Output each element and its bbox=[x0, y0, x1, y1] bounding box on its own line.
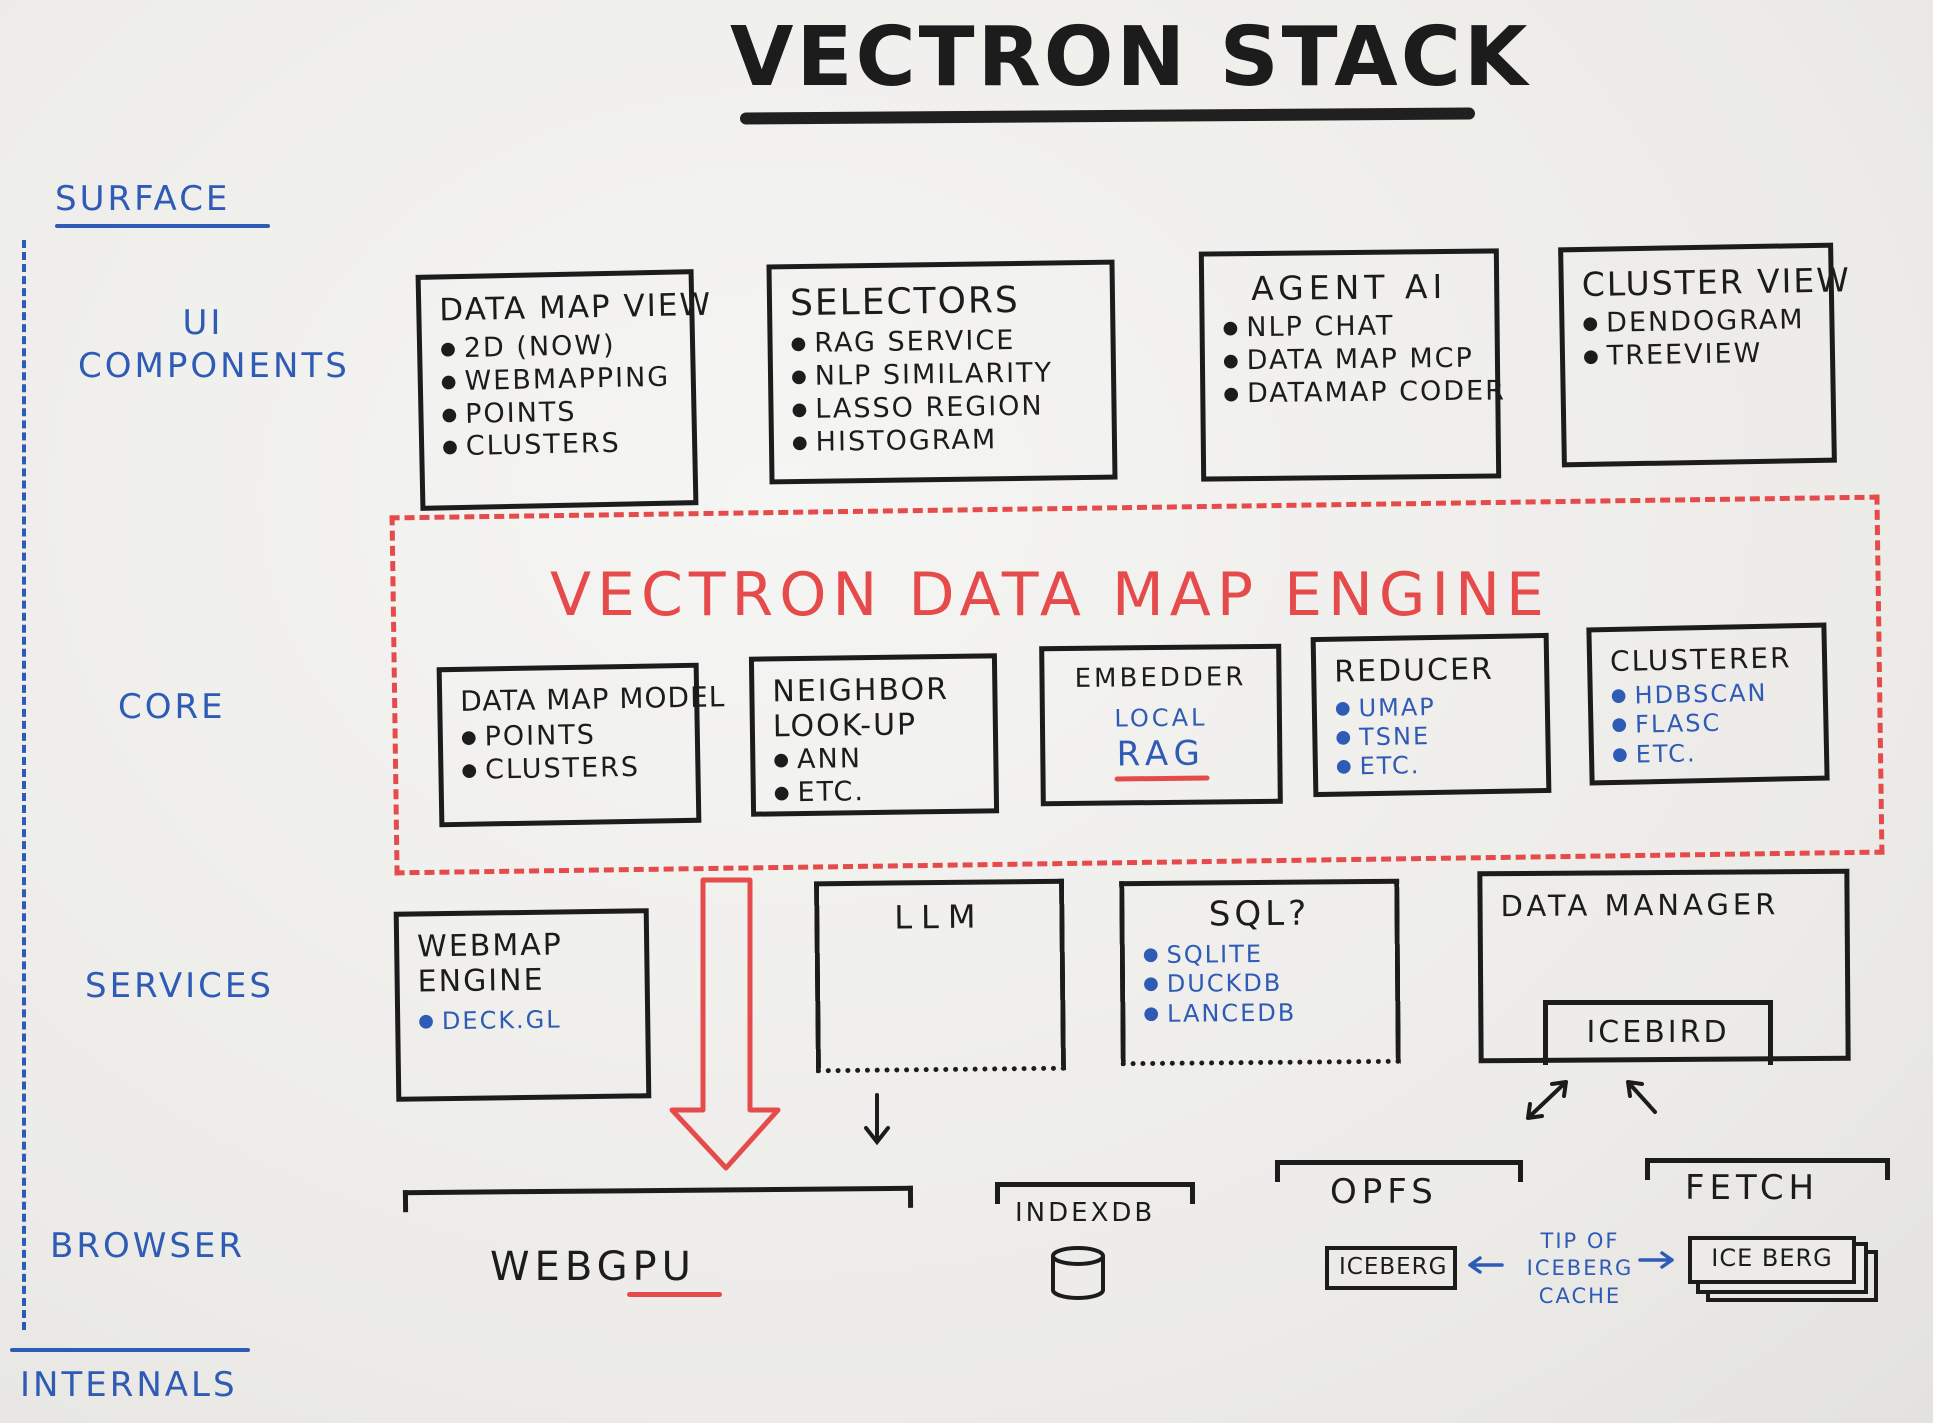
layer-axis-line bbox=[22, 240, 26, 1330]
cache-label-line2: ICEBERG bbox=[1526, 1256, 1634, 1281]
surface-underline bbox=[55, 224, 270, 228]
layer-label-surface: SURFACE bbox=[55, 179, 231, 219]
browser-indexdb-label: INDEXDB bbox=[1015, 1198, 1156, 1228]
bracket-indexdb bbox=[995, 1182, 1195, 1204]
database-icon bbox=[1051, 1246, 1105, 1300]
cache-label-line3: CACHE bbox=[1538, 1283, 1622, 1308]
iceberg-remote-box: ICE BERG bbox=[1688, 1236, 1856, 1284]
layer-label-ui-components: UI COMPONENTS bbox=[78, 302, 350, 387]
cache-right-arrow bbox=[1638, 1251, 1674, 1269]
browser-webgpu-label: WEBGPU bbox=[490, 1244, 696, 1290]
diagram-title: VECTRON STACK bbox=[730, 10, 1531, 105]
bracket-webgpu bbox=[402, 1185, 914, 1213]
bracket-opfs bbox=[1275, 1160, 1523, 1182]
bidirectional-arrow bbox=[1526, 1080, 1568, 1120]
fetch-up-arrow bbox=[1626, 1080, 1657, 1114]
layer-label-ui-line1: UI bbox=[182, 303, 224, 343]
layer-label-internals: INTERNALS bbox=[20, 1365, 238, 1405]
cache-left-arrow bbox=[1468, 1256, 1504, 1274]
llm-down-arrow bbox=[864, 1093, 890, 1146]
layer-label-core: CORE bbox=[118, 687, 226, 727]
layer-label-ui-line2: COMPONENTS bbox=[78, 345, 350, 386]
cache-label-line1: TIP OF bbox=[1540, 1229, 1620, 1253]
webgpu-underline bbox=[627, 1292, 722, 1297]
browser-opfs-label: OPFS bbox=[1330, 1172, 1438, 1212]
browser-fetch-label: FETCH bbox=[1685, 1168, 1820, 1208]
cache-label: TIP OF ICEBERG CACHE bbox=[1520, 1228, 1640, 1310]
red-down-arrow bbox=[669, 877, 781, 1171]
internals-separator bbox=[10, 1348, 250, 1352]
engine-title: VECTRON DATA MAP ENGINE bbox=[550, 560, 1550, 630]
bracket-fetch bbox=[1645, 1158, 1890, 1180]
icebird-inner-box: ICEBIRD bbox=[1543, 1000, 1773, 1065]
layer-label-browser: BROWSER bbox=[50, 1226, 246, 1266]
layer-label-services: SERVICES bbox=[85, 966, 274, 1006]
iceberg-local-box: ICEBERG bbox=[1325, 1246, 1457, 1290]
